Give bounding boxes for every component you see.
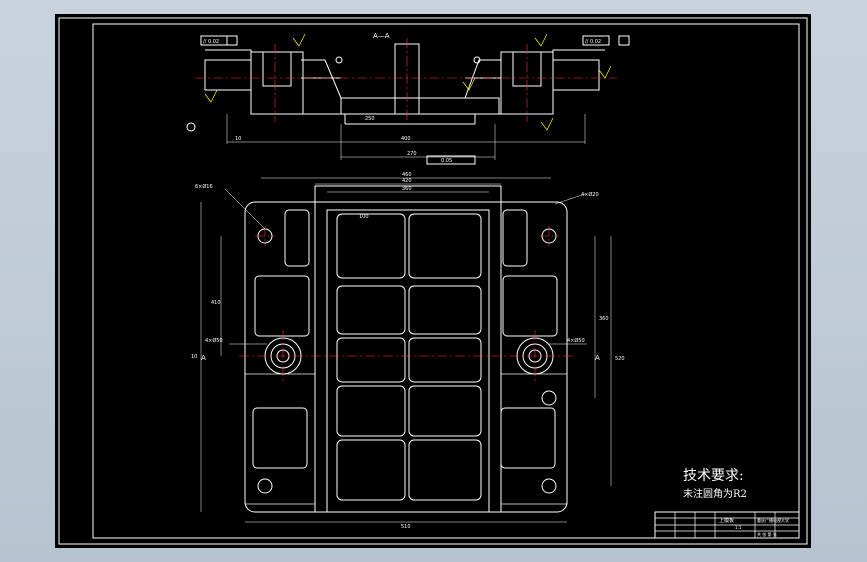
cad-drawing-viewport[interactable]: A—A 400 270 10 250 <box>55 14 811 548</box>
svg-text:4×Ø50: 4×Ø50 <box>205 337 223 344</box>
svg-text:4×Ø50: 4×Ø50 <box>567 337 585 344</box>
svg-text:270: 270 <box>407 151 417 157</box>
svg-text:4×Ø20: 4×Ø20 <box>581 191 599 198</box>
svg-text:1:1: 1:1 <box>735 525 742 530</box>
tech-note: 未注圆角为R2 <box>683 487 747 500</box>
svg-text:460: 460 <box>402 172 412 178</box>
svg-text:250: 250 <box>365 116 375 122</box>
section-label: A—A <box>373 32 390 40</box>
outer-frame <box>58 17 808 545</box>
drawing-canvas: A—A 400 270 10 250 <box>58 17 808 545</box>
svg-text:10: 10 <box>235 136 241 142</box>
svg-text:A: A <box>201 354 206 362</box>
title-block: 上模板 重庆广播电视大学 1:1 共 张 第 张 <box>654 511 800 539</box>
svg-text:// 0.02: // 0.02 <box>585 39 601 45</box>
svg-text:100: 100 <box>359 214 369 220</box>
svg-text:400: 400 <box>401 136 411 142</box>
roughness-symbol <box>292 33 306 47</box>
inner-border <box>92 23 800 539</box>
section-view-a-a: A—A 400 270 10 250 <box>186 32 630 165</box>
svg-text:420: 420 <box>402 178 412 184</box>
svg-text:6×Ø16: 6×Ø16 <box>195 183 213 190</box>
left-block-section <box>250 51 304 115</box>
svg-text:510: 510 <box>401 524 411 530</box>
tolerance-frame-right <box>582 35 610 46</box>
svg-text:10: 10 <box>191 354 197 360</box>
svg-text:上模板: 上模板 <box>719 517 734 524</box>
center-frame <box>314 185 502 513</box>
svg-text:520: 520 <box>615 356 625 362</box>
plate-outline <box>244 201 568 513</box>
svg-text:360: 360 <box>599 316 609 322</box>
svg-text:0.05: 0.05 <box>441 158 452 164</box>
svg-text:A: A <box>595 354 600 362</box>
tolerance-frame-bottom <box>426 155 476 165</box>
svg-text:// 0.02: // 0.02 <box>203 39 219 45</box>
svg-text:360: 360 <box>402 186 412 192</box>
tech-title: 技术要求: <box>683 468 744 484</box>
svg-text:410: 410 <box>211 300 221 306</box>
technical-notes: 技术要求: 未注圆角为R2 <box>683 468 747 500</box>
svg-text:共 张 第 张: 共 张 第 张 <box>757 531 777 537</box>
svg-text:重庆广播电视大学: 重庆广播电视大学 <box>757 517 789 523</box>
plate-section <box>340 97 500 115</box>
plan-view: 460 420 360 510 10 410 360 520 100 6×Ø16… <box>191 172 625 530</box>
